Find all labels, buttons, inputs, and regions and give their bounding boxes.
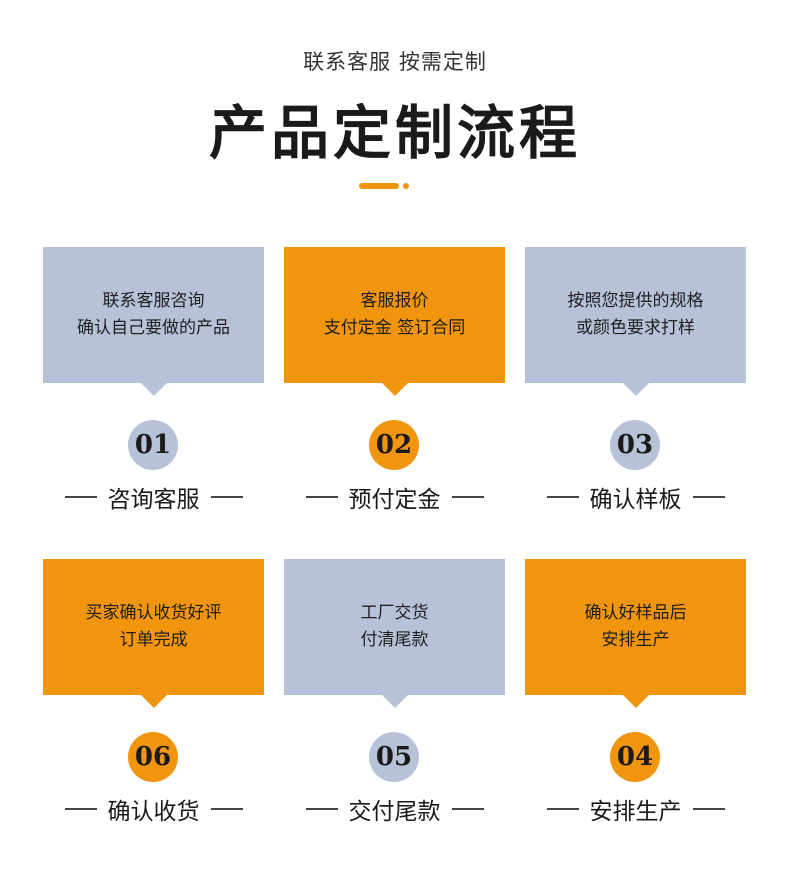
step-desc-line1: 工厂交货 [360, 603, 429, 623]
step-desc-line2: 安排生产 [601, 630, 670, 650]
step-desc-line1: 确认好样品后 [584, 603, 687, 623]
step-card: 确认好样品后 安排生产 [525, 559, 746, 708]
step-label-text: 确认收货 [107, 799, 200, 825]
step-desc-line1: 按照您提供的规格 [567, 291, 704, 311]
page-subtitle: 联系客服 按需定制 [303, 50, 487, 74]
step-label: 确认样板 [525, 482, 746, 513]
step-card: 工厂交货 付清尾款 [284, 559, 505, 708]
accent-bar [359, 183, 399, 189]
label-dash [305, 808, 338, 810]
step-label: 确认收货 [43, 794, 264, 825]
step-desc-line2: 或颜色要求打样 [576, 318, 695, 338]
step-desc-line2: 确认自己要做的产品 [77, 318, 230, 338]
page-title: 产品定制流程 [208, 99, 581, 167]
step-desc-line2: 支付定金 签订合同 [323, 318, 466, 338]
label-dash [692, 496, 725, 498]
step-desc-line1: 客服报价 [360, 291, 429, 311]
step-label-text: 确认样板 [589, 487, 682, 513]
step-number-badge: 04 [610, 732, 660, 782]
step-label-text: 交付尾款 [348, 799, 441, 825]
step-label: 安排生产 [525, 794, 746, 825]
label-dash [305, 496, 338, 498]
label-dash [546, 496, 579, 498]
step-label-text: 预付定金 [348, 487, 441, 513]
step-label-text: 咨询客服 [107, 487, 200, 513]
step-number-badge: 05 [369, 732, 419, 782]
step-label: 交付尾款 [284, 794, 505, 825]
label-dash [210, 808, 243, 810]
step-card: 买家确认收货好评 订单完成 [43, 559, 264, 708]
step-card: 联系客服咨询 确认自己要做的产品 [43, 247, 264, 396]
label-dash [210, 496, 243, 498]
step-desc-line1: 买家确认收货好评 [85, 603, 222, 623]
step-desc-line1: 联系客服咨询 [102, 291, 205, 311]
step-number-badge: 02 [369, 420, 419, 470]
label-dash [692, 808, 725, 810]
label-dash [451, 496, 484, 498]
label-dash [64, 496, 97, 498]
step-card: 按照您提供的规格 或颜色要求打样 [525, 247, 746, 396]
step-label-text: 安排生产 [589, 799, 682, 825]
step-number-badge: 06 [128, 732, 178, 782]
step-desc-line2: 付清尾款 [360, 630, 429, 650]
step-number-badge: 01 [128, 420, 178, 470]
step-label: 咨询客服 [43, 482, 264, 513]
step-number-badge: 03 [610, 420, 660, 470]
step-label: 预付定金 [284, 482, 505, 513]
label-dash [64, 808, 97, 810]
label-dash [451, 808, 484, 810]
accent-dot [403, 183, 409, 189]
step-card: 客服报价 支付定金 签订合同 [284, 247, 505, 396]
step-desc-line2: 订单完成 [119, 630, 188, 650]
label-dash [546, 808, 579, 810]
